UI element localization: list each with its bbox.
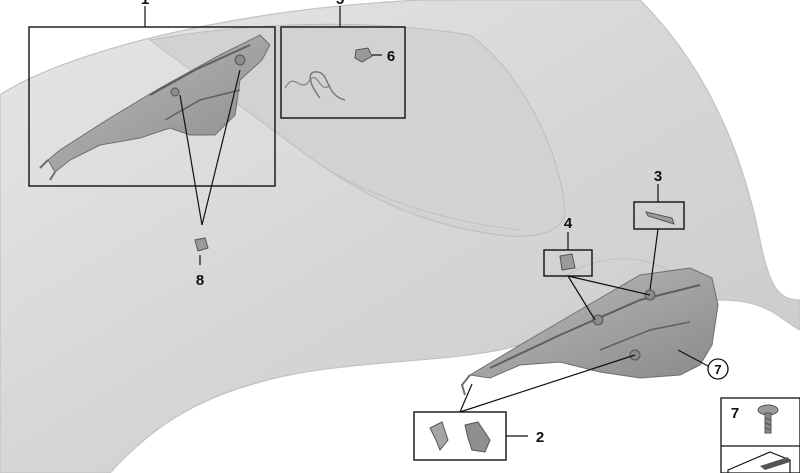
callout-6: 6 [387, 48, 395, 65]
callout-box-3 [633, 201, 685, 230]
cable-part [309, 71, 346, 101]
callout-4: 4 [564, 215, 573, 232]
legend-box: 7 [720, 397, 800, 473]
clip-part-6 [354, 47, 373, 63]
callout-8: 8 [196, 272, 204, 289]
callout-5: 5 [336, 0, 344, 8]
callout-2: 2 [536, 429, 544, 446]
leader-lines [144, 6, 709, 437]
callout-3: 3 [654, 168, 662, 185]
clip-part-2b [464, 421, 491, 453]
callout-7-circle [707, 358, 729, 380]
nut-part-8 [194, 237, 209, 252]
clip-part-2a [429, 421, 449, 451]
callout-box-5 [280, 26, 406, 119]
callout-7: 7 [714, 362, 721, 377]
screw-icon [757, 404, 779, 434]
callout-labels: 1 5 6 3 4 2 8 7 [141, 0, 729, 446]
pin-part-3 [645, 211, 675, 225]
legend-7-label: 7 [731, 405, 739, 422]
hinge-linkage-right [460, 267, 719, 396]
bracket-part-4 [559, 253, 576, 271]
callout-1: 1 [141, 0, 149, 8]
callout-box-2 [413, 411, 507, 461]
callout-box-4 [543, 249, 593, 277]
